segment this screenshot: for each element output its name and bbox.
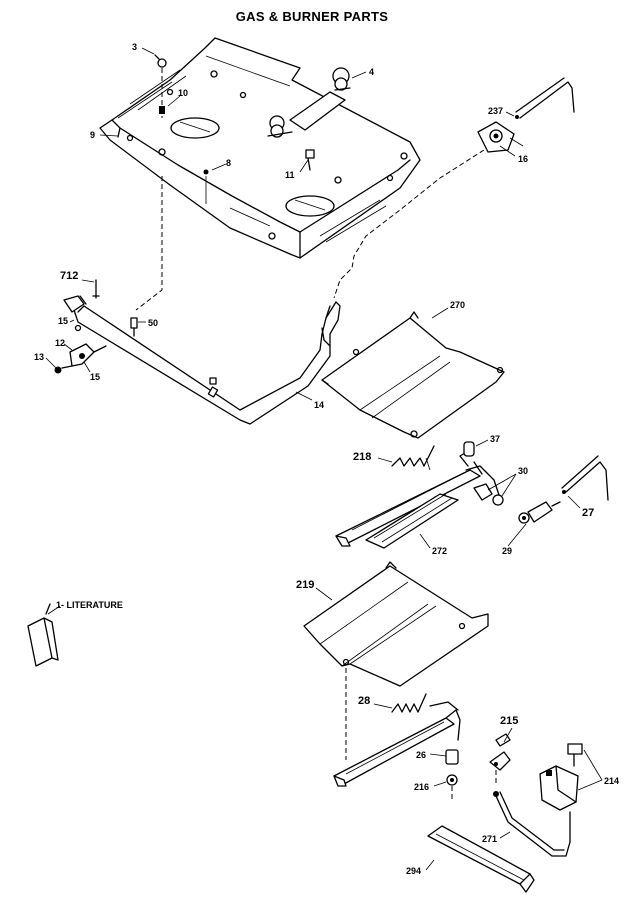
regulator-214 xyxy=(539,743,583,811)
callout-218: 218 xyxy=(353,451,372,463)
valve-cluster xyxy=(54,324,107,374)
callout-237: 237 xyxy=(488,106,504,116)
screw-50 xyxy=(130,317,138,337)
tube-271 xyxy=(493,791,571,857)
shield-219 xyxy=(303,561,489,687)
callout-10: 10 xyxy=(178,88,189,98)
callout-270: 270 xyxy=(450,300,466,310)
washer-216 xyxy=(446,774,458,800)
shield-270 xyxy=(321,311,505,439)
callout-8: 8 xyxy=(226,158,232,168)
fitting-16 xyxy=(477,121,524,153)
callout-29: 29 xyxy=(502,546,513,556)
callout-215: 215 xyxy=(500,715,519,727)
callout-50: 50 xyxy=(148,318,159,328)
screw-10 xyxy=(159,106,165,114)
diagram-title: GAS & BURNER PARTS xyxy=(235,9,389,24)
callout-15-lower: 15 xyxy=(90,372,101,382)
callout-271: 271 xyxy=(482,834,498,844)
callout-37: 37 xyxy=(490,434,501,444)
callout-3: 3 xyxy=(132,42,138,52)
igniter-218 xyxy=(391,445,435,471)
callout-12: 12 xyxy=(55,338,66,348)
orifice-26 xyxy=(445,749,459,765)
callout-216: 216 xyxy=(414,782,430,792)
callout-272: 272 xyxy=(432,546,448,556)
callout-13: 13 xyxy=(34,352,45,362)
screw-8 xyxy=(203,169,209,204)
clip-37 xyxy=(463,441,475,457)
callout-15-upper: 15 xyxy=(58,316,69,326)
callout-28: 28 xyxy=(358,695,371,707)
callout-11: 11 xyxy=(285,170,295,180)
gas-tube-upper xyxy=(515,77,575,119)
callout-16: 16 xyxy=(518,154,529,164)
callout-219: 219 xyxy=(296,579,315,591)
screw-712 xyxy=(92,279,100,299)
bracket-215 xyxy=(489,733,511,786)
leader-lines xyxy=(45,47,603,871)
igniter-28 xyxy=(391,693,427,713)
callout-712: 712 xyxy=(60,270,79,282)
literature-booklet xyxy=(27,603,59,667)
literature-label: 1- LITERATURE xyxy=(56,600,123,610)
callout-30: 30 xyxy=(518,466,529,476)
callout-26: 26 xyxy=(416,750,427,760)
callout-4: 4 xyxy=(369,67,375,77)
tube-27 xyxy=(561,455,609,501)
callout-27: 27 xyxy=(582,507,595,519)
broil-burner-272 xyxy=(335,449,501,549)
nuts-30 xyxy=(473,483,530,524)
burner-box xyxy=(99,37,421,259)
fitting-29 xyxy=(527,501,561,523)
manifold-tube-14 xyxy=(63,295,341,425)
callout-214: 214 xyxy=(604,776,620,786)
bracket-294 xyxy=(427,825,535,893)
bake-burner xyxy=(333,701,461,787)
callout-294: 294 xyxy=(406,866,422,876)
callout-9: 9 xyxy=(90,130,96,140)
callout-14: 14 xyxy=(314,400,325,410)
